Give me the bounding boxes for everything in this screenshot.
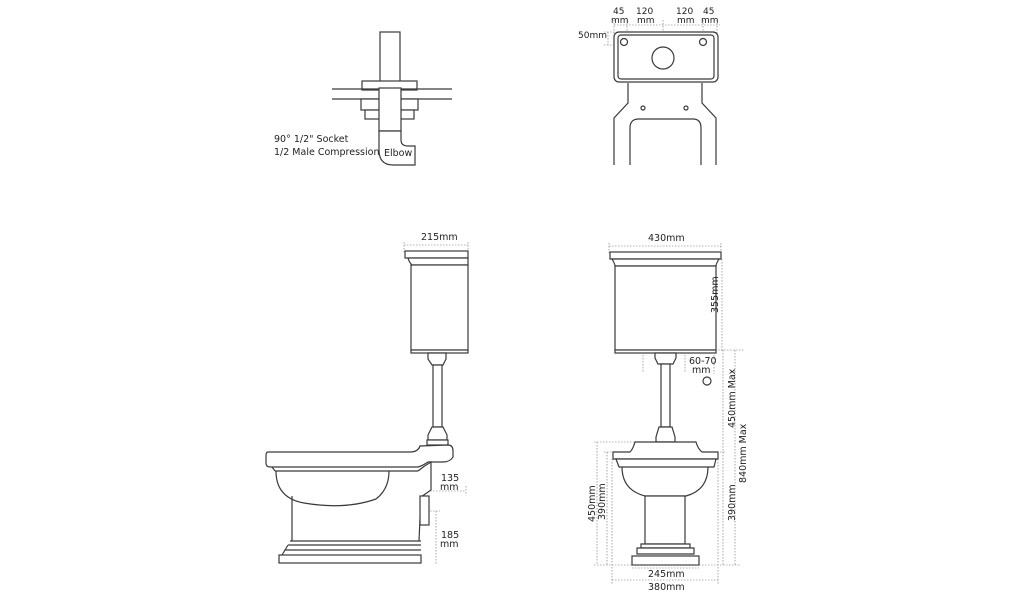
dim-245: 245mm xyxy=(648,569,685,580)
dim-45-right-unit: mm xyxy=(701,16,719,26)
dim-450-max: 450mm Max xyxy=(727,368,738,428)
dim-185-unit: mm xyxy=(440,539,459,550)
dim-45-right: 45 xyxy=(703,7,715,17)
toilet-front-view xyxy=(594,243,745,584)
dim-380: 380mm xyxy=(648,582,685,593)
dim-120-left-unit: mm xyxy=(637,16,655,26)
dim-135: 135 xyxy=(441,473,460,484)
dim-45-left-unit: mm xyxy=(611,16,629,26)
cistern-height: 355mm xyxy=(710,276,721,313)
side-cistern-width: 215mm xyxy=(421,232,458,243)
dim-390-left: 390mm xyxy=(597,483,608,520)
elbow-label-line2: 1/2 Male Compression xyxy=(274,147,380,158)
dim-120-right-unit: mm xyxy=(677,16,695,26)
elbow-label: Elbow xyxy=(384,148,413,159)
cistern-top-view xyxy=(604,20,720,165)
dim-60-70: 60-70 xyxy=(689,356,717,367)
dim-390-right: 390mm xyxy=(727,484,738,521)
dim-135-unit: mm xyxy=(440,482,459,493)
dim-45-left: 45 xyxy=(613,7,625,17)
dim-120-left: 120 xyxy=(636,7,654,17)
dim-60-70-unit: mm xyxy=(692,365,711,376)
dim-185: 185 xyxy=(441,530,460,541)
elbow-detail xyxy=(332,31,452,166)
front-cistern-width: 430mm xyxy=(648,233,685,244)
dim-120-right: 120 xyxy=(676,7,694,17)
dim-840-max: 840mm Max xyxy=(738,423,749,483)
elbow-label-line1: 90° 1/2" Socket xyxy=(274,134,349,145)
dim-50mm: 50mm xyxy=(578,31,607,41)
toilet-side-view xyxy=(265,242,469,564)
